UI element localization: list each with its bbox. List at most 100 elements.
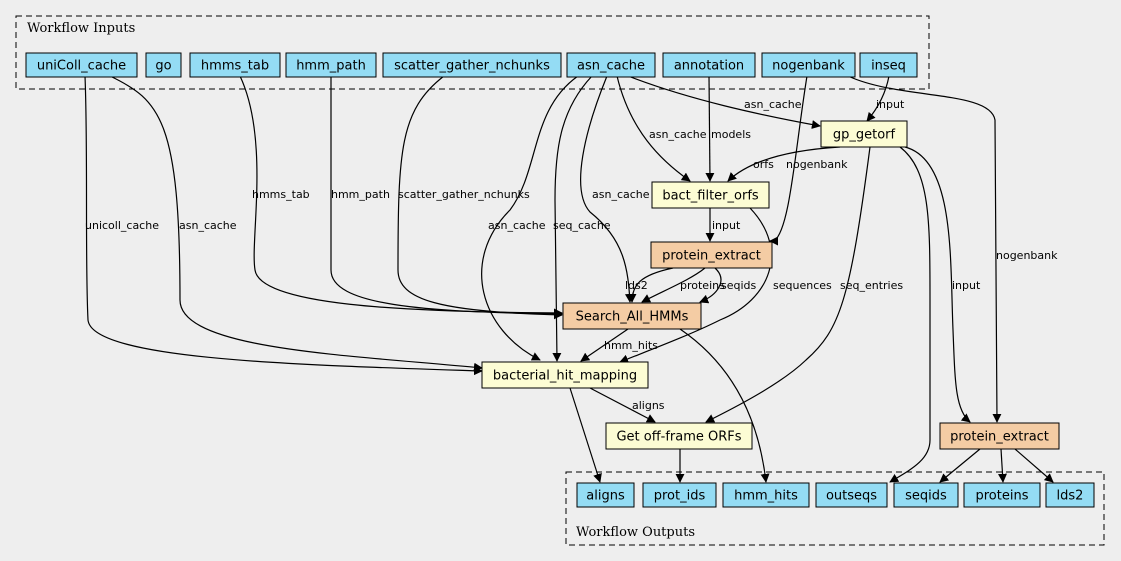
node-go-in: go [145, 52, 182, 78]
edge-asn-cache-to-search: asn_cache [580, 75, 650, 303]
node-gp-getorf: gp_getorf [820, 120, 908, 148]
node-box [285, 52, 377, 78]
edge-protein-extract-2-to-lds2 [1014, 448, 1054, 483]
edge-mapping-to-aligns [569, 387, 602, 483]
edge-label-asn-cache: asn_cache [179, 219, 237, 232]
node-box [145, 52, 182, 78]
edge-asn-cache-to-bact-filter-orfs: asn_cache [616, 75, 707, 182]
edge-asn-cache-to-gp-getorf: asn_cache [627, 75, 821, 129]
edge-gp-getorf-to-bact-filter-orfs: orfs [727, 146, 841, 182]
node-label: nogenbank [772, 59, 845, 74]
node-asn-cache-in: asn_cache [566, 52, 656, 78]
edge-label-nogenbank: nogenbank [996, 249, 1058, 262]
node-prot-ids-out: prot_ids [642, 482, 717, 508]
node-box [576, 482, 635, 508]
edge-inseq-to-gp-getorf: input [866, 75, 905, 122]
node-box [642, 482, 717, 508]
node-box [605, 422, 753, 450]
edge-label-asn-cache: asn_cache [592, 188, 650, 201]
edge-annotation-to-bact-filter-orfs: models [705, 75, 751, 182]
node-label: protein_extract [950, 430, 1049, 445]
node-box [963, 482, 1041, 508]
edge-gp-getorf-to-protein-extract-2: input [904, 146, 981, 423]
edge-label-input: input [952, 279, 981, 292]
edge-label-sequences: sequences [773, 279, 832, 292]
node-label: protein_extract [662, 249, 761, 264]
node-label: aligns [586, 489, 625, 504]
node-box [562, 302, 702, 330]
node-label: hmms_tab [201, 59, 269, 74]
node-get-off-frame-orfs: Get off-frame ORFs [605, 422, 753, 450]
node-hmm-hits-out: hmm_hits [722, 482, 810, 508]
node-hmm-path-in: hmm_path [285, 52, 377, 78]
edge-label-input: input [876, 98, 905, 111]
node-label: uniColl_cache [37, 59, 126, 74]
node-box [859, 52, 918, 78]
edge-proteins-to-search: proteins [641, 267, 725, 303]
edge-label-seq-cache: seq_cache [553, 219, 611, 232]
node-nogenbank-in: nogenbank [761, 52, 856, 78]
edge-label-nogenbank: nogenbank [786, 158, 848, 171]
edge-hmms-tab-to-search: hmms_tab [239, 75, 563, 318]
edge-label-scatter-gather-nchunks: scatter_gather_nchunks [398, 188, 530, 201]
edge-nchunks-to-search: scatter_gather_nchunks [397, 75, 563, 320]
edge-label-proteins: proteins [680, 279, 725, 292]
edge-asn-cache-root-to-mapping: asn_cache [109, 75, 483, 372]
edge-seq-cache-to-mapping: seq_cache [552, 75, 611, 362]
node-protein-extract-1: protein_extract [650, 241, 773, 269]
node-bact-filter-orfs: bact_filter_orfs [651, 181, 770, 209]
node-annotation-in: annotation [662, 52, 756, 78]
node-box [761, 52, 856, 78]
edge-bact-filter-orfs-to-protein-extract-1: input [705, 208, 741, 242]
edge-label-seq-entries: seq_entries [840, 279, 903, 292]
node-box [820, 120, 908, 148]
node-protein-extract-2: protein_extract [939, 422, 1060, 450]
node-label: Search_All_HMMs [576, 310, 689, 325]
node-box [815, 482, 888, 508]
edge-lds2-to-search: lds2 [625, 267, 674, 303]
edge-label-hmm-path: hmm_path [331, 188, 390, 201]
edge-unicoll-to-mapping: unicoll_cache [84, 75, 483, 376]
node-search-all-hmms: Search_All_HMMs [562, 302, 702, 330]
edge-label-orfs: orfs [753, 158, 774, 171]
node-label: asn_cache [577, 59, 645, 74]
workflow-outputs-cluster: Workflow Outputs [565, 471, 1105, 546]
node-label: hmm_path [296, 59, 366, 74]
edge-search-to-mapping: hmm_hits [580, 328, 658, 362]
workflow-inputs-title: Workflow Inputs [27, 21, 135, 36]
node-seqids-out: seqids [893, 482, 959, 508]
node-box [481, 361, 649, 389]
edge-mapping-to-off-frame: aligns [589, 387, 665, 423]
edge-gp-getorf-to-off-frame: seq_entries [705, 146, 903, 423]
edge-label-aligns: aligns [632, 399, 665, 412]
node-box [651, 181, 770, 209]
edge-protein-extract-2-to-seqids [939, 448, 981, 483]
node-proteins-out: proteins [963, 482, 1041, 508]
edge-protein-extract-2-to-proteins [998, 448, 1008, 483]
edge-gp-getorf-to-outseqs [889, 146, 931, 483]
node-box [189, 52, 281, 78]
node-box [650, 241, 773, 269]
node-bacterial-hit-mapping: bacterial_hit_mapping [481, 361, 649, 389]
node-box [893, 482, 959, 508]
edge-label-models: models [711, 128, 751, 141]
node-box [662, 52, 756, 78]
edge-asn-cache-to-mapping: asn_cache [481, 75, 579, 361]
node-label: lds2 [1057, 489, 1084, 504]
workflow-inputs-cluster: Workflow Inputs [15, 15, 930, 90]
node-box [939, 422, 1060, 450]
node-label: seqids [905, 489, 947, 504]
node-unicoll-cache-in: uniColl_cache [25, 52, 138, 78]
node-inseq-in: inseq [859, 52, 918, 78]
node-outseqs-out: outseqs [815, 482, 888, 508]
node-box [722, 482, 810, 508]
node-label: gp_getorf [833, 128, 896, 143]
node-label: bact_filter_orfs [662, 189, 759, 204]
edge-label-asn-cache: asn_cache [649, 128, 707, 141]
node-label: hmm_hits [734, 489, 798, 504]
edge-label-unicoll-cache: unicoll_cache [85, 219, 159, 232]
edge-nogenbank-to-protein-extract-2: nogenbank [847, 75, 1058, 423]
node-box [25, 52, 138, 78]
node-label: Get off-frame ORFs [616, 430, 741, 445]
